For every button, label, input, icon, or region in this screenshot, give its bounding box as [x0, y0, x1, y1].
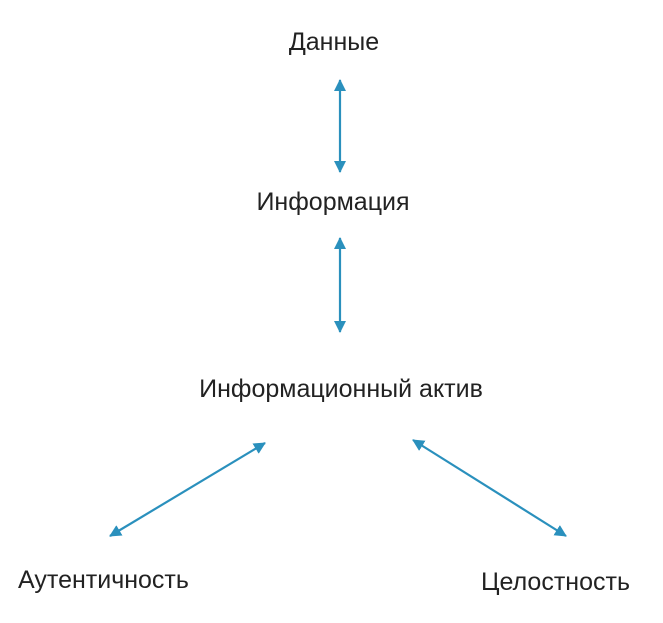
arrow-asset-authenticity	[109, 442, 266, 537]
node-authenticity-label: Аутентичность	[18, 566, 189, 594]
node-information-asset-label: Информационный актив	[199, 375, 483, 403]
node-information-label: Информация	[256, 188, 410, 216]
node-data-label: Данные	[288, 28, 380, 56]
arrow-asset-integrity	[412, 439, 567, 537]
node-integrity-label: Целостность	[481, 568, 630, 596]
